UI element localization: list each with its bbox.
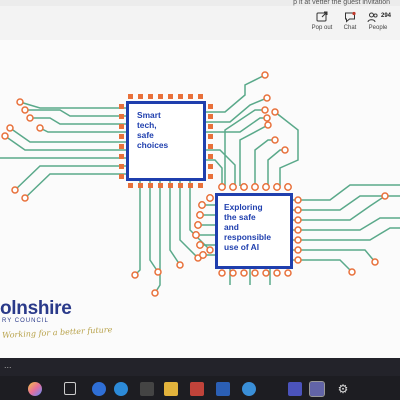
windows-taskbar: ... ⚙ [0,358,400,400]
shared-slide: Smart tech, safe choices Exploring the s… [0,40,400,358]
teams-icon[interactable] [288,382,302,396]
teams-icon-active[interactable] [309,381,325,397]
people-count: 294 [381,13,392,19]
meeting-bottom-strip: ... [0,358,400,376]
taskview-icon[interactable] [64,382,76,395]
chat-icon [345,11,356,23]
council-logo-text: olnshire [0,298,72,319]
pop-out-icon [316,11,328,22]
mail-icon[interactable] [164,382,178,396]
people-icon [367,12,378,23]
file-explorer-icon[interactable] [114,382,128,396]
people-button[interactable]: 294 People [359,10,397,38]
chip-exploring-ai: Exploring the safe and responsible use o… [215,193,293,269]
circuit-traces [0,71,400,297]
pop-out-button[interactable]: Pop out [303,10,341,38]
chip-smart-tech: Smart tech, safe choices [126,101,206,181]
council-logo-subtext: RY COUNCIL [2,318,49,324]
notification-banner: p it at vetter the guest invitation [0,0,400,6]
meeting-toolbar: p it at vetter the guest invitation Pop … [0,0,400,40]
word-icon[interactable] [216,382,230,396]
copilot-icon[interactable] [28,382,42,396]
pop-out-label: Pop out [311,25,333,31]
more-label[interactable]: ... [4,360,12,370]
settings-icon[interactable]: ⚙ [337,382,349,396]
chip-exploring-ai-text: Exploring the safe and responsible use o… [224,202,272,252]
app-icon[interactable] [242,382,256,396]
chat-button[interactable]: Chat [331,10,369,38]
chip-smart-tech-text: Smart tech, safe choices [137,110,169,150]
chat-label: Chat [343,25,357,31]
edge-icon[interactable] [92,382,106,396]
people-label: People [368,25,388,31]
store-icon[interactable] [140,382,154,396]
photos-icon[interactable] [190,382,204,396]
